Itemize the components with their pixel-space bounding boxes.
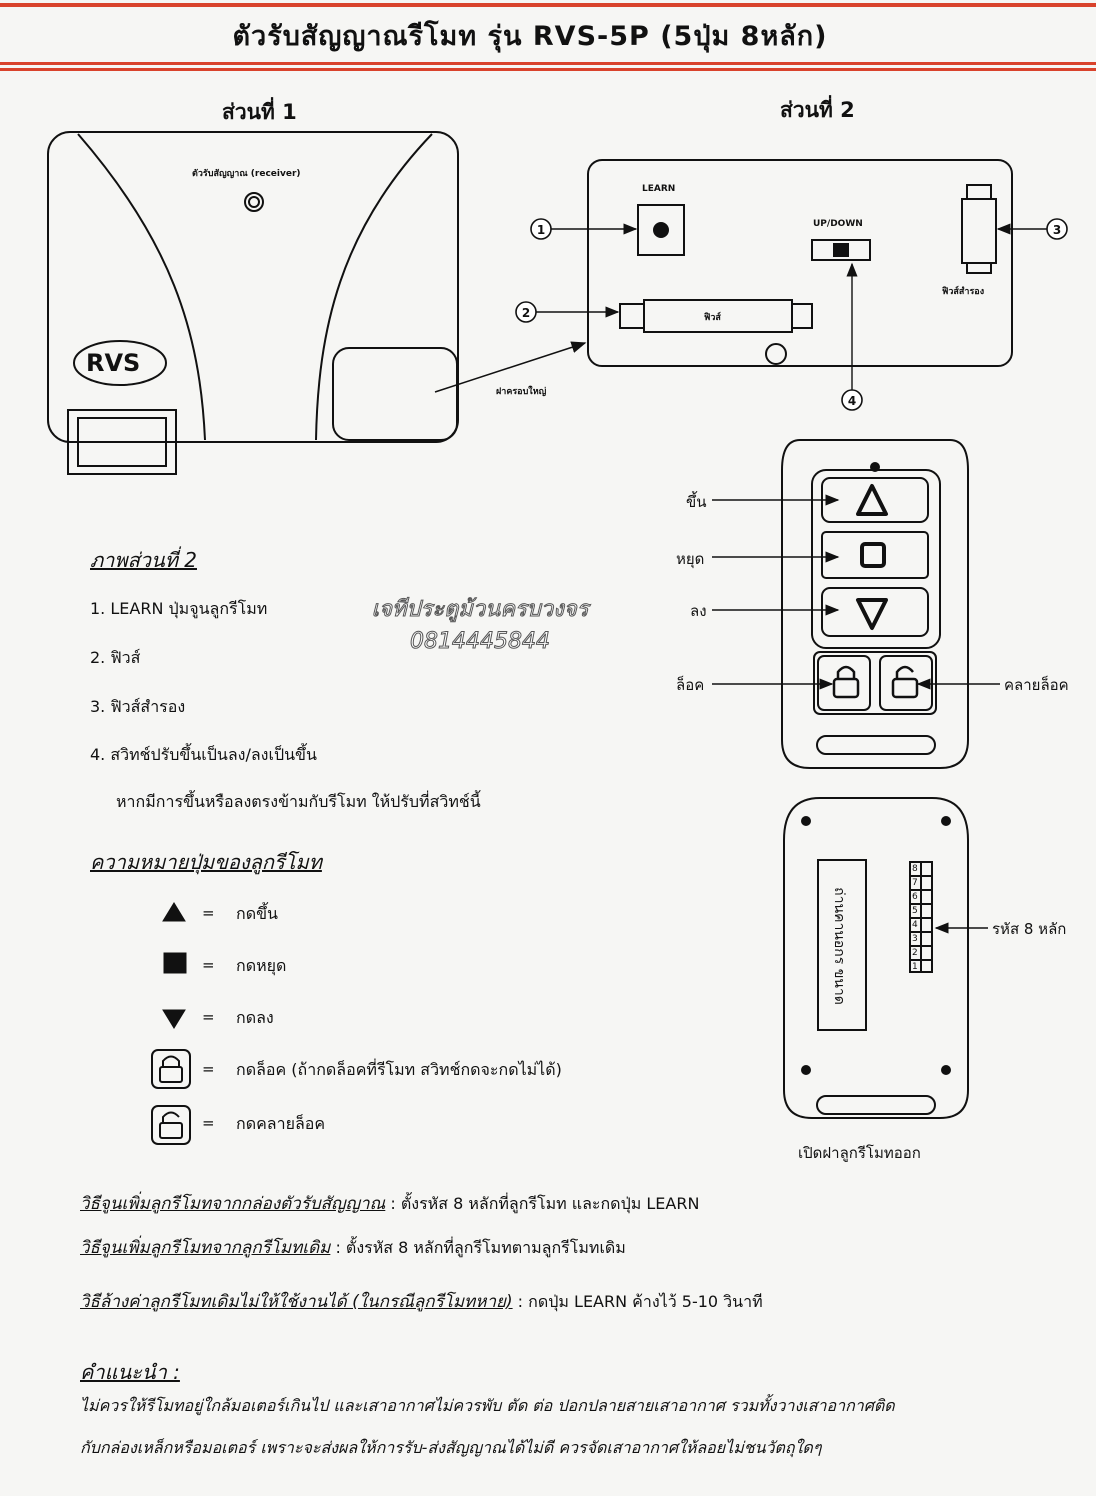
meaning-row-up: = กดขึ้น: [150, 894, 650, 934]
svg-text:1: 1: [537, 223, 545, 237]
meaning-row-unlock: = กดคลายล็อค: [150, 1104, 650, 1144]
open-remote-caption: เปิดฝาลูกรีโมทออก: [798, 1144, 921, 1162]
lock-label: ล็อค: [676, 676, 705, 694]
advice-heading: คำแนะนำ :: [80, 1360, 180, 1384]
title-red-rule-1: [0, 62, 1096, 65]
up-label: ขึ้น: [686, 493, 707, 511]
section2-heading: ภาพส่วนที่ 2: [90, 548, 197, 572]
code-digits: 8 7 6 5 4 3 2 1: [912, 864, 918, 972]
meaning-row-lock: = กดล็อค (ถ้ากดล็อคที่รีโมท สวิทช์กดจะกด…: [150, 1050, 650, 1090]
svg-text:4: 4: [848, 394, 856, 408]
legend-item-2: 2. ฟิวส์: [90, 648, 141, 667]
svg-text:2: 2: [522, 306, 530, 320]
down-triangle-icon: [150, 998, 192, 1038]
method-3: วิธีล้างค่าลูกรีโมทเดิมไม่ให้ใช้งานได้ (…: [80, 1292, 763, 1312]
page-title: ตัวรับสัญญาณรีโมท รุ่น RVS-5P (5ปุ่ม 8หล…: [232, 21, 828, 52]
fuse-label: ฟิวส์: [704, 313, 721, 323]
remote-back: [783, 797, 969, 1119]
remote-button-icons: [856, 484, 888, 630]
method-2: วิธีจูนเพิ่มลูกรีโมทจากลูกรีโมทเดิม : ตั…: [80, 1238, 626, 1258]
battery-label: ถ่านคานอกร ขนาด: [830, 887, 847, 1005]
title-red-rule-2: [0, 68, 1096, 71]
lock-icon: [150, 1050, 192, 1090]
big-cover-label: ฝาครอบใหญ่: [496, 387, 547, 397]
advice-line-1: ไม่ควรให้รีโมทอยู่ใกล้มอเตอร์เกินไป และเ…: [80, 1396, 895, 1415]
unlock-icon: [150, 1104, 192, 1144]
button-meaning-heading: ความหมายปุ่มของลูกรีโมท: [90, 850, 322, 874]
legend-item-1: 1. LEARN ปุ่มจูนลูกรีโมท: [90, 599, 268, 618]
svg-text:3: 3: [1053, 223, 1061, 237]
legend-item-3: 3. ฟิวส์สำรอง: [90, 697, 186, 716]
remote-lock-icons: [832, 665, 919, 699]
part2-heading: ส่วนที่ 2: [780, 98, 855, 122]
stop-label: หยุด: [676, 550, 705, 568]
watermark: เจทีประตูม้วนครบวงจร 0814445844: [371, 597, 589, 655]
rvs-logo: RVS: [86, 349, 141, 377]
big-cover-arrow: [434, 341, 587, 393]
spare-fuse-label: ฟิวส์สำรอง: [942, 287, 985, 297]
receiver-label: ตัวรับสัญญาณ (receiver): [192, 169, 301, 179]
unlock-label: คลายล็อค: [1004, 676, 1069, 694]
stop-square-icon: [150, 946, 192, 986]
code-label: รหัส 8 หลัก: [992, 920, 1067, 938]
remote-front: [781, 439, 969, 769]
down-label: ลง: [690, 602, 707, 620]
meaning-symbols: [162, 902, 187, 1029]
learn-label: LEARN: [642, 184, 676, 194]
advice-line-2: กับกล่องเหล็กหรือมอเตอร์ เพราะจะส่งผลให้…: [80, 1438, 822, 1457]
up-triangle-icon: [150, 894, 192, 934]
method-1: วิธีจูนเพิ่มลูกรีโมทจากกล่องตัวรับสัญญาณ…: [80, 1194, 700, 1214]
receiver-box: [47, 131, 459, 475]
part1-heading: ส่วนที่ 1: [222, 100, 297, 124]
legend-item-4: 4. สวิทช์ปรับขึ้นเป็นลง/ลงเป็นขึ้น: [90, 745, 317, 764]
updown-label: UP/DOWN: [813, 219, 863, 229]
control-board: [587, 159, 1013, 367]
top-red-rule: [0, 3, 1096, 7]
meaning-row-stop: = กดหยุด: [150, 946, 650, 986]
legend-note: หากมีการขึ้นหรือลงตรงข้ามกับรีโมท ให้ปรั…: [116, 792, 481, 811]
meaning-row-down: = กดลง: [150, 998, 650, 1038]
